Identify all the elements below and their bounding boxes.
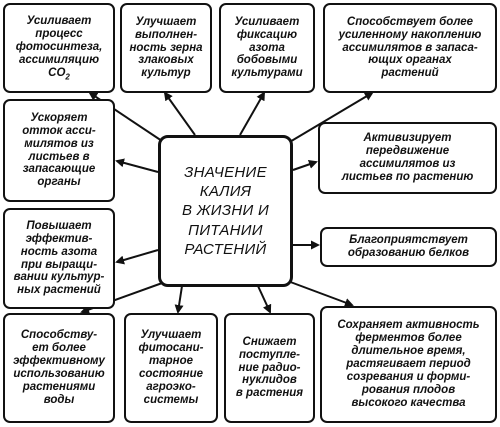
box-water: Способству- ет более эффективному исполь… <box>3 313 115 423</box>
box-movement: Активизирует передвижение ассимилятов из… <box>318 122 497 194</box>
arrow-to-radionuclides <box>257 285 272 314</box>
co2-formula: CO2 <box>16 67 103 81</box>
box-grain: Улучшает выполнен- ность зерна злаковых … <box>120 3 212 93</box>
arrow-to-nitrogen-efficiency <box>115 249 159 265</box>
water-label: Способству- ет более эффективному исполь… <box>13 329 105 406</box>
phytosanitary-label: Улучшает фитосани- тарное состояние агро… <box>138 329 204 406</box>
box-outflow: Ускоряет отток асси- милятов из листьев … <box>3 99 115 202</box>
co2-subscript: 2 <box>65 72 70 82</box>
arrow-to-nitrogen-fixation <box>239 91 265 136</box>
arrow-to-movement <box>292 160 318 171</box>
arrow-to-outflow <box>115 158 159 173</box>
box-radionuclides: Снижает поступле- ние радио- нуклидов в … <box>224 313 315 423</box>
box-phytosanitary: Улучшает фитосани- тарное состояние агро… <box>124 313 218 423</box>
arrow-to-grain <box>163 91 196 136</box>
box-photosynthesis-text: Усиливает процесс фотосинтеза, ассимиляц… <box>16 15 103 81</box>
accumulation-label: Способствует более усиленному накоплению… <box>338 15 482 80</box>
movement-label: Активизирует передвижение ассимилятов из… <box>341 132 474 183</box>
center-title: ЗНАЧЕНИЕ КАЛИЯ В ЖИЗНИ И ПИТАНИИ РАСТЕНИ… <box>181 164 270 258</box>
radionuclides-label: Снижает поступле- ние радио- нуклидов в … <box>235 335 304 400</box>
enzymes-label: Сохраняет активность ферментов более дли… <box>337 319 480 409</box>
box-proteins: Благоприятствует образованию белков <box>320 227 497 267</box>
box-accumulation: Способствует более усиленному накоплению… <box>323 3 497 93</box>
grain-label: Улучшает выполнен- ность зерна злаковых … <box>129 15 203 80</box>
center-title-box: ЗНАЧЕНИЕ КАЛИЯ В ЖИЗНИ И ПИТАНИИ РАСТЕНИ… <box>158 135 293 287</box>
arrow-to-enzymes <box>284 279 354 307</box>
box-photosynthesis: Усиливает процесс фотосинтеза, ассимиляц… <box>3 3 115 93</box>
box-enzymes: Сохраняет активность ферментов более дли… <box>320 306 497 423</box>
nitrogen-efficiency-label: Повышает эффектив- ность азота при выращ… <box>13 219 105 297</box>
arrow-to-phytosanitary <box>174 285 184 314</box>
nitrogen-fixation-label: Усиливает фиксацию азота бобовыми культу… <box>231 15 303 80</box>
box-nitrogen-efficiency: Повышает эффектив- ность азота при выращ… <box>3 208 115 309</box>
box-nitrogen-fixation: Усиливает фиксацию азота бобовыми культу… <box>219 3 315 93</box>
photosynthesis-label: Усиливает процесс фотосинтеза, ассимиляц… <box>15 14 103 66</box>
co2-base: CO <box>48 66 66 79</box>
proteins-label: Благоприятствует образованию белков <box>347 234 470 259</box>
arrow-to-accumulation <box>287 91 374 144</box>
outflow-label: Ускоряет отток асси- милятов из листьев … <box>22 111 96 189</box>
